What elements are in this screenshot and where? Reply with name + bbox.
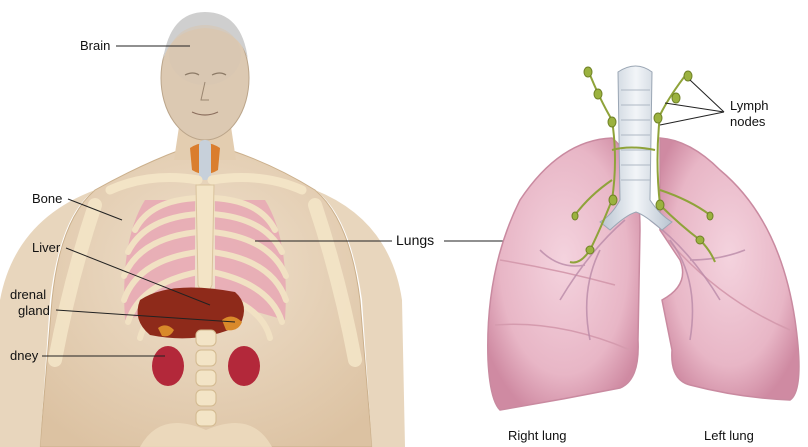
kidney-left	[228, 346, 260, 386]
label-bone: Bone	[32, 191, 62, 206]
label-adrenal-line2: gland	[18, 303, 50, 318]
human-figure	[0, 12, 405, 447]
spine	[196, 330, 216, 426]
label-lymph-line1: Lymph	[730, 98, 769, 113]
label-adrenal-line1: drenal	[10, 287, 46, 302]
kidney-right	[152, 346, 184, 386]
sternum	[196, 185, 214, 300]
label-liver: Liver	[32, 240, 60, 255]
label-brain: Brain	[80, 38, 110, 53]
lymph-leader-lines	[660, 80, 724, 125]
label-left-lung: Left lung	[704, 428, 754, 443]
label-lungs: Lungs	[396, 233, 434, 248]
brain-region	[169, 25, 241, 85]
label-right-lung: Right lung	[508, 428, 567, 443]
right-lung	[488, 138, 640, 410]
label-kidney: dney	[10, 348, 38, 363]
label-lymph-line2: nodes	[730, 114, 765, 129]
left-lung	[660, 138, 799, 400]
